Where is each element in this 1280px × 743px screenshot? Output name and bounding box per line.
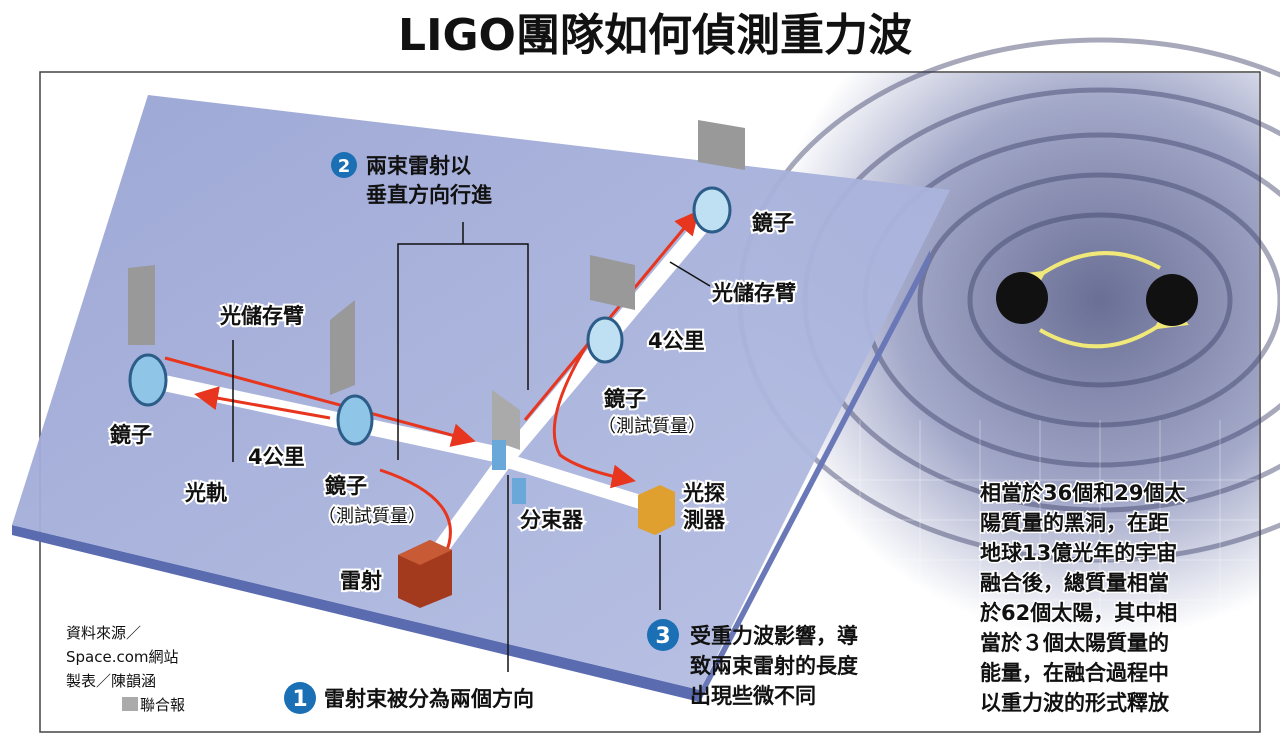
description-line: 融合後，總質量相當 (980, 571, 1169, 595)
description-text: 相當於36個和29個太 陽質量的黑洞，在距 地球13億光年的宇宙 融合後，總質量… (979, 480, 1188, 717)
black-hole-pair (996, 251, 1198, 349)
step-text: 出現些微不同 (690, 684, 816, 708)
label-laser: 雷射 (340, 569, 382, 593)
beam-splitter (492, 390, 526, 504)
label-mirror-far-left: 鏡子 (110, 423, 152, 447)
step-text: 兩束雷射以 (366, 154, 471, 178)
laser-box (398, 540, 452, 608)
mirror-far-left (128, 265, 168, 407)
step-text: 雷射束被分為兩個方向 (324, 687, 534, 711)
description-line: 能量，在融合過程中 (980, 661, 1169, 685)
step-text: 受重力波影響，導 (690, 624, 858, 648)
leader-lines (232, 222, 711, 672)
label-test-mass-left: （測試質量） (318, 506, 426, 527)
frame-border (39, 71, 1261, 733)
interferometer-platform (12, 95, 950, 702)
description-line: 地球13億光年的宇宙 (980, 541, 1177, 565)
credits: 資料來源／ Space.com網站 製表／陳韻涵 聯合報 (66, 624, 185, 714)
step-badge (331, 152, 357, 178)
mirror-near-right (586, 255, 635, 364)
credit-line: 聯合報 (140, 696, 185, 714)
step-1-callout: 1 雷射束被分為兩個方向 (284, 682, 534, 714)
label-distance-left: 4公里 (248, 445, 305, 469)
label-test-mass-right: （測試質量） (598, 416, 706, 437)
description-line: 當於３個太陽質量的 (980, 631, 1169, 655)
mirror-near-left (330, 300, 374, 446)
label-mirror-near-left: 鏡子 (325, 474, 367, 498)
step-badge (284, 682, 316, 714)
label-splitter: 分束器 (520, 508, 584, 532)
step-2-callout: 2 兩束雷射以 垂直方向行進 (331, 152, 492, 207)
page-title: LIGO團隊如何偵測重力波 (398, 10, 912, 61)
label-detector-line2: 測器 (683, 508, 726, 532)
credit-line: 資料來源／ (66, 624, 141, 642)
step-text: 致兩束雷射的長度 (690, 654, 858, 678)
step-badge (647, 619, 679, 651)
step-text: 垂直方向行進 (366, 183, 492, 207)
photodetector-box (638, 485, 675, 535)
label-detector-line1: 光探 (682, 481, 725, 505)
black-hole-icon (996, 272, 1048, 324)
description-line: 相當於36個和29個太 (980, 481, 1186, 505)
label-light-track: 光軌 (184, 481, 227, 505)
mirror-far-right (692, 120, 745, 234)
credit-line: 製表／陳韻涵 (66, 672, 156, 690)
label-storage-arm-right: 光儲存臂 (711, 281, 796, 305)
step-number: 3 (655, 624, 670, 649)
label-distance-right: 4公里 (648, 329, 705, 353)
step-number: 1 (292, 687, 307, 712)
step-3-callout: 3 受重力波影響，導 致兩束雷射的長度 出現些微不同 (647, 619, 858, 708)
label-mirror-near-right: 鏡子 (604, 387, 646, 411)
credit-line: Space.com網站 (66, 648, 179, 666)
step-number: 2 (338, 156, 351, 177)
description-line: 於62個太陽，其中相 (980, 601, 1177, 625)
description-line: 陽質量的黑洞，在距 (980, 511, 1169, 535)
description-line: 以重力波的形式釋放 (980, 691, 1170, 715)
newspaper-logo-mark (122, 697, 138, 711)
label-mirror-far-right: 鏡子 (752, 211, 794, 235)
black-hole-icon (1146, 274, 1198, 326)
label-storage-arm-left: 光儲存臂 (219, 304, 304, 328)
